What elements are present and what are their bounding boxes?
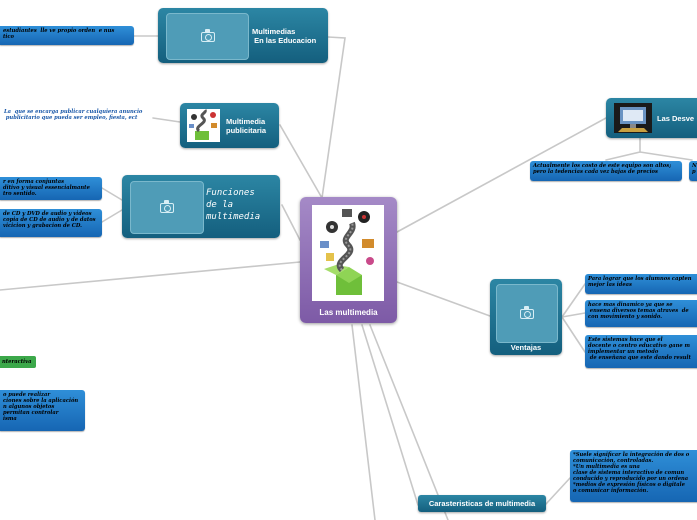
note-ventajas-1[interactable]: Para lograr que los alumnos capten mejor… bbox=[585, 274, 697, 294]
connector-car-note bbox=[545, 477, 571, 505]
connector-vent-2 bbox=[561, 312, 586, 318]
camera-icon bbox=[496, 284, 558, 343]
topic-desventajas-title: Las Desve bbox=[657, 114, 695, 123]
topic-educacion-title: Multimedias En las Educacion bbox=[252, 27, 317, 45]
connector-pub-note bbox=[152, 117, 181, 123]
connector-caracteristicas bbox=[361, 324, 419, 506]
connector-desv-note bbox=[605, 136, 641, 161]
connector-publicitaria bbox=[279, 124, 323, 199]
connector-left bbox=[0, 261, 301, 291]
note-desventajas-1[interactable]: Actualmente los costo de este equipo son… bbox=[530, 161, 682, 181]
topic-publicitaria-title: Multimedia publicitaria bbox=[226, 117, 267, 135]
note-ventajas-3[interactable]: Este sistemas hace que el docente o cent… bbox=[585, 335, 697, 368]
note-funciones-1[interactable]: r en forma conjuntas ditivo y visual ess… bbox=[0, 177, 102, 200]
topic-educacion[interactable]: Multimedias En las Educacion bbox=[158, 8, 328, 63]
connector-vent-3 bbox=[561, 316, 586, 353]
topic-publicitaria[interactable]: Multimedia publicitaria bbox=[180, 103, 279, 148]
connector-desv-note2 bbox=[639, 151, 693, 161]
central-topic-title: Las multimedia bbox=[319, 308, 378, 317]
note-caracteristicas[interactable]: *Suele significar la integración de dos … bbox=[570, 450, 697, 502]
connector-ventajas bbox=[396, 281, 491, 317]
multimedia-collage-icon bbox=[312, 205, 384, 301]
note-interactiva[interactable]: o puede realizar ciones sobre la aplicac… bbox=[0, 390, 85, 431]
topic-caracteristicas-title: Carasteristicas de multimedia bbox=[428, 499, 536, 508]
connector-fun-note1 bbox=[101, 187, 123, 201]
connector-fun-note2 bbox=[101, 209, 123, 223]
subtopic-interactiva[interactable]: nteractiva bbox=[0, 356, 36, 368]
camera-icon bbox=[166, 13, 249, 60]
note-publicitaria[interactable]: La que se encarga publicar cualquiera an… bbox=[4, 109, 143, 121]
central-topic[interactable]: Las multimedia bbox=[300, 197, 397, 323]
topic-desventajas[interactable]: Las Desve bbox=[606, 98, 697, 138]
note-educacion[interactable]: estudiantes lle ve propio orden e nus ti… bbox=[0, 26, 134, 45]
connector-desventajas bbox=[396, 117, 607, 233]
topic-ventajas[interactable]: Ventajas bbox=[490, 279, 562, 355]
connector-educacion bbox=[321, 36, 346, 199]
note-funciones-2[interactable]: de CD y DVD de audio y videos copia de C… bbox=[0, 209, 102, 237]
note-desventajas-2[interactable]: N p bbox=[689, 161, 697, 181]
camera-icon bbox=[130, 181, 204, 234]
multimedia-collage-icon bbox=[187, 109, 220, 142]
connector-bottom bbox=[369, 324, 449, 520]
topic-caracteristicas[interactable]: Carasteristicas de multimedia bbox=[418, 495, 546, 512]
connector-bottom-2 bbox=[351, 324, 376, 520]
topic-funciones-title: Funciones de la multimedia bbox=[206, 188, 261, 222]
topic-ventajas-title: Ventajas bbox=[510, 343, 542, 352]
note-ventajas-2[interactable]: hace mas dinamico ya que se ensena diver… bbox=[585, 300, 697, 327]
topic-funciones[interactable]: Funciones de la multimedia bbox=[122, 175, 280, 238]
monitor-icon bbox=[614, 103, 652, 133]
connector-funciones bbox=[281, 204, 301, 241]
connector-vent-1 bbox=[561, 283, 586, 318]
